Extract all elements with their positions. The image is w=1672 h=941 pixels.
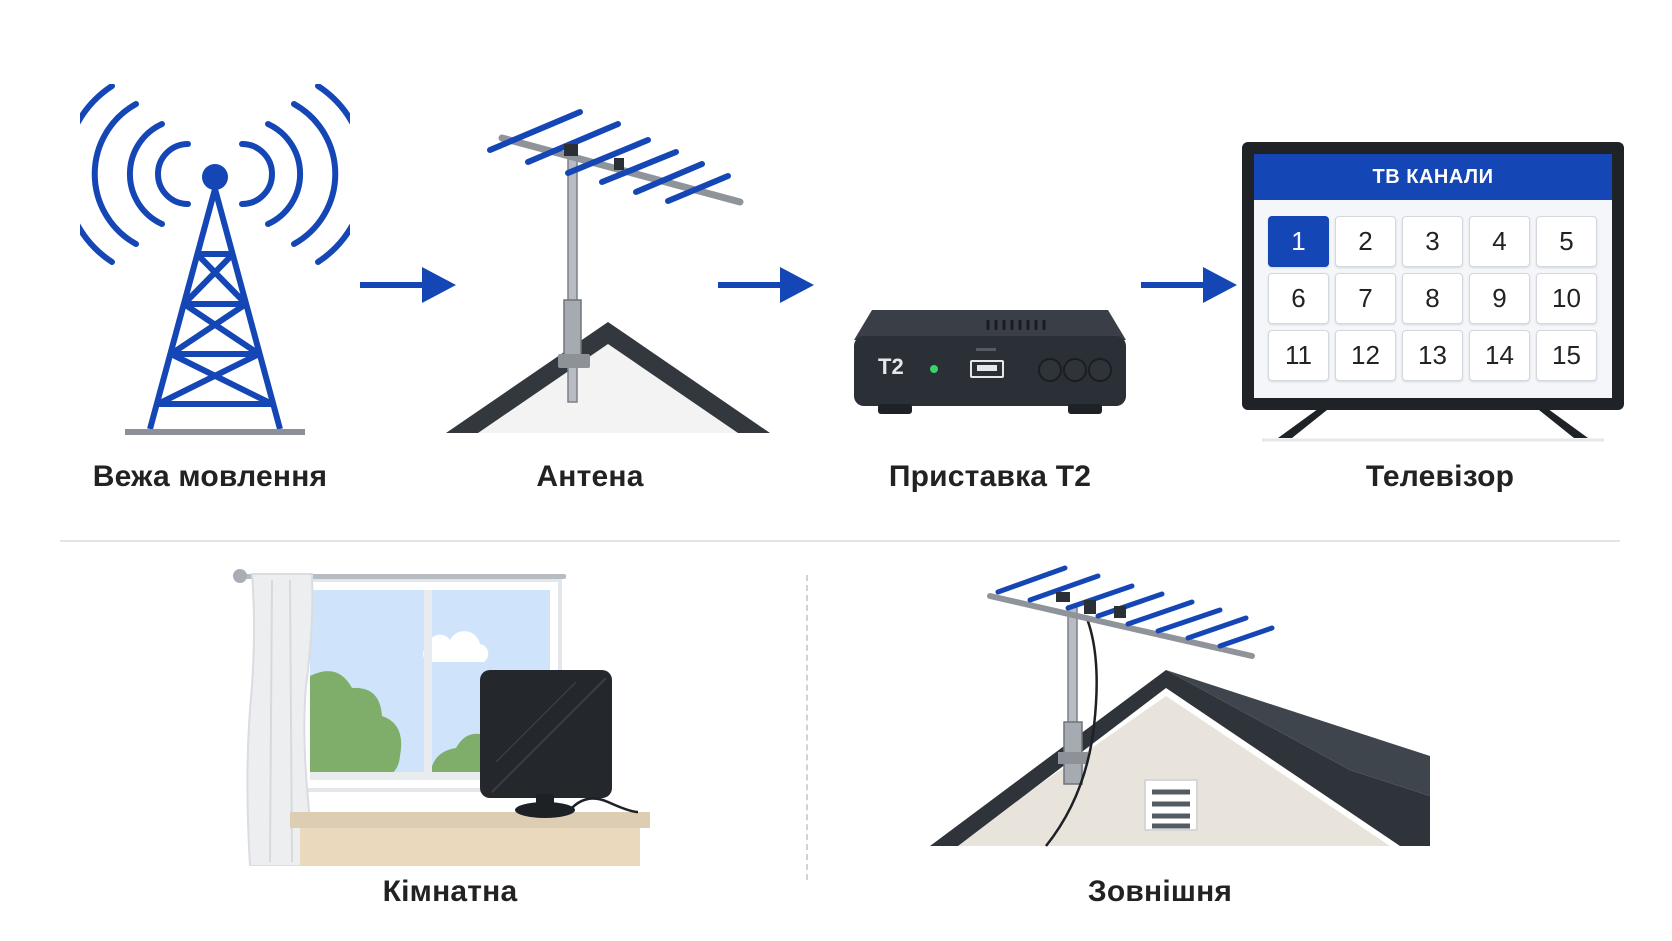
channel-tile[interactable]: 12 <box>1335 330 1396 381</box>
channel-tile[interactable]: 14 <box>1469 330 1530 381</box>
channel-tile[interactable]: 6 <box>1268 273 1329 324</box>
channel-tile[interactable]: 10 <box>1536 273 1597 324</box>
channel-tile[interactable]: 9 <box>1469 273 1530 324</box>
channel-tile[interactable]: 1 <box>1268 216 1329 267</box>
tv-channels-header: ТВ КАНАЛИ <box>1254 154 1612 200</box>
step-label-antenna: Антена <box>536 460 644 493</box>
control-button <box>1088 358 1112 382</box>
channel-tile[interactable]: 3 <box>1402 216 1463 267</box>
channel-tile[interactable]: 2 <box>1335 216 1396 267</box>
roof-antenna-icon <box>446 109 770 433</box>
arrow-right-icon <box>360 267 456 303</box>
column-divider <box>806 575 808 880</box>
control-button <box>1063 358 1087 382</box>
broadcast-tower-icon <box>80 84 350 435</box>
section-divider <box>60 540 1620 542</box>
channel-tile[interactable]: 5 <box>1536 216 1597 267</box>
channel-tile[interactable]: 15 <box>1536 330 1597 381</box>
channel-grid: 1 2 3 4 5 6 7 8 9 10 11 12 13 14 15 <box>1268 216 1600 381</box>
control-button <box>1038 358 1062 382</box>
tv-stand <box>1262 406 1604 442</box>
step-label-tv: Телевізор <box>1365 460 1515 493</box>
usb-port-icon <box>970 360 1004 378</box>
type-label-indoor: Кімнатна <box>382 875 518 908</box>
arrow-right-icon <box>1141 267 1237 303</box>
channel-tile[interactable]: 8 <box>1402 273 1463 324</box>
settop-box: T2 <box>850 306 1130 418</box>
channel-tile[interactable]: 13 <box>1402 330 1463 381</box>
type-label-outdoor: Зовнішня <box>1087 875 1233 908</box>
channel-tile[interactable]: 4 <box>1469 216 1530 267</box>
settop-box-badge: T2 <box>878 354 904 379</box>
step-label-tower: Вежа мовлення <box>92 460 328 493</box>
outdoor-antenna-scene <box>930 565 1430 847</box>
arrow-right-icon <box>718 267 814 303</box>
tv-screen: ТВ КАНАЛИ 1 2 3 4 5 6 7 8 9 10 11 12 13 … <box>1254 154 1612 398</box>
step-label-settop-box: Приставка Т2 <box>888 460 1092 493</box>
channel-tile[interactable]: 7 <box>1335 273 1396 324</box>
indoor-antenna-scene <box>233 569 650 866</box>
power-led-icon <box>930 365 938 373</box>
channel-tile[interactable]: 11 <box>1268 330 1329 381</box>
